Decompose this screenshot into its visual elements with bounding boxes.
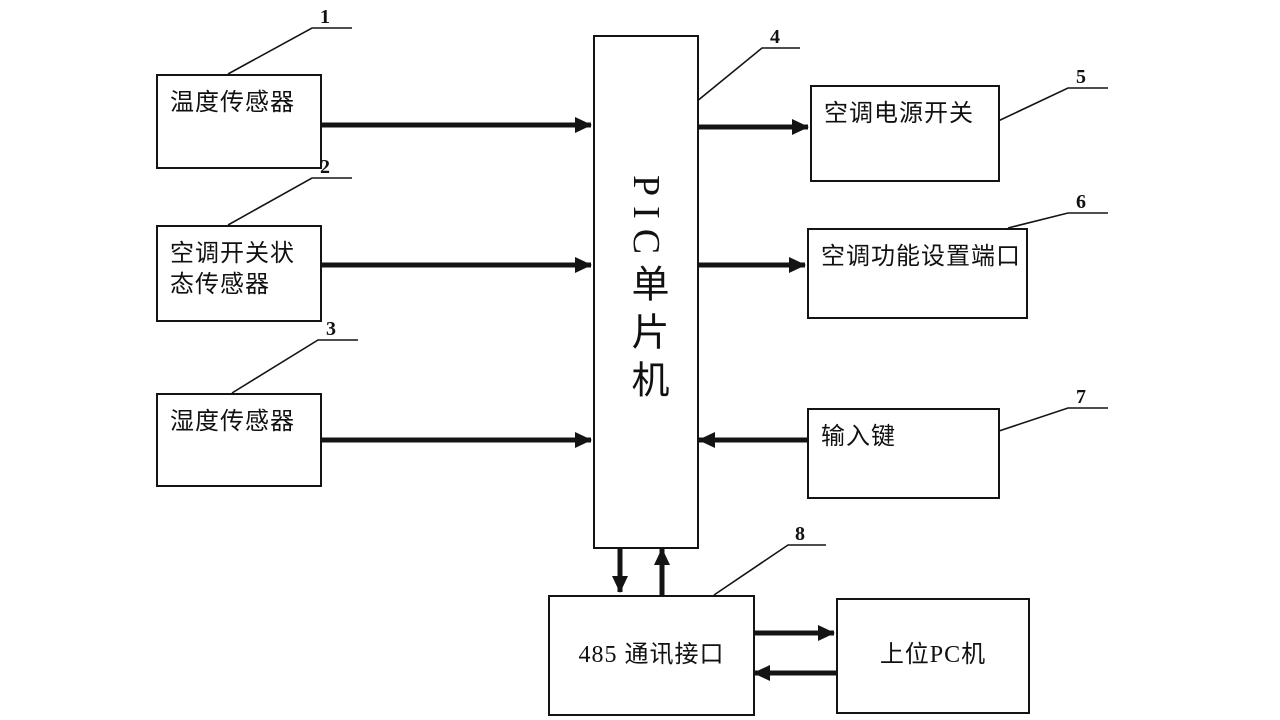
- leader-ref-2: [227, 177, 352, 226]
- ref-number-8: 8: [795, 523, 805, 545]
- ref-number-7: 7: [1076, 386, 1086, 408]
- node-host-pc: 上位PC机: [836, 598, 1030, 714]
- node-485-comm-interface: 485 通讯接口: [548, 595, 755, 716]
- node-humidity-sensor: 湿度传感器: [156, 393, 322, 487]
- node-label: 湿度传感器: [170, 409, 295, 435]
- ref-number-1: 1: [320, 6, 330, 28]
- node-pic-mcu: PIC单片机: [593, 35, 699, 549]
- node-label: 空调功能设置端口: [821, 244, 1021, 270]
- leader-ref-4: [695, 47, 800, 103]
- leader-ref-7: [995, 407, 1108, 433]
- leader-ref-1: [227, 27, 352, 75]
- node-ac-function-port: 空调功能设置端口: [807, 228, 1028, 319]
- leader-ref-3: [231, 339, 358, 394]
- ref-number-2: 2: [320, 156, 330, 178]
- ref-number-5: 5: [1076, 66, 1086, 88]
- node-label: PIC单片机: [625, 175, 667, 409]
- node-ac-switch-state-sensor: 空调开关状 态传感器: [156, 225, 322, 322]
- node-input-keys: 输入键: [807, 408, 1000, 499]
- node-temperature-sensor: 温度传感器: [156, 74, 322, 169]
- node-label: 输入键: [821, 424, 896, 450]
- ref-number-4: 4: [770, 26, 780, 48]
- leader-ref-6: [1007, 212, 1108, 229]
- leader-ref-5: [995, 87, 1108, 123]
- node-label: 上位PC机: [879, 642, 987, 669]
- node-label: 空调开关状 态传感器: [170, 241, 295, 299]
- ref-number-6: 6: [1076, 191, 1086, 213]
- node-label: 温度传感器: [170, 90, 295, 116]
- node-ac-power-switch: 空调电源开关: [810, 85, 1000, 182]
- node-label: 空调电源开关: [824, 101, 974, 127]
- ref-number-3: 3: [326, 318, 336, 340]
- node-label: 485 通讯接口: [578, 641, 725, 668]
- leader-ref-8: [713, 544, 826, 596]
